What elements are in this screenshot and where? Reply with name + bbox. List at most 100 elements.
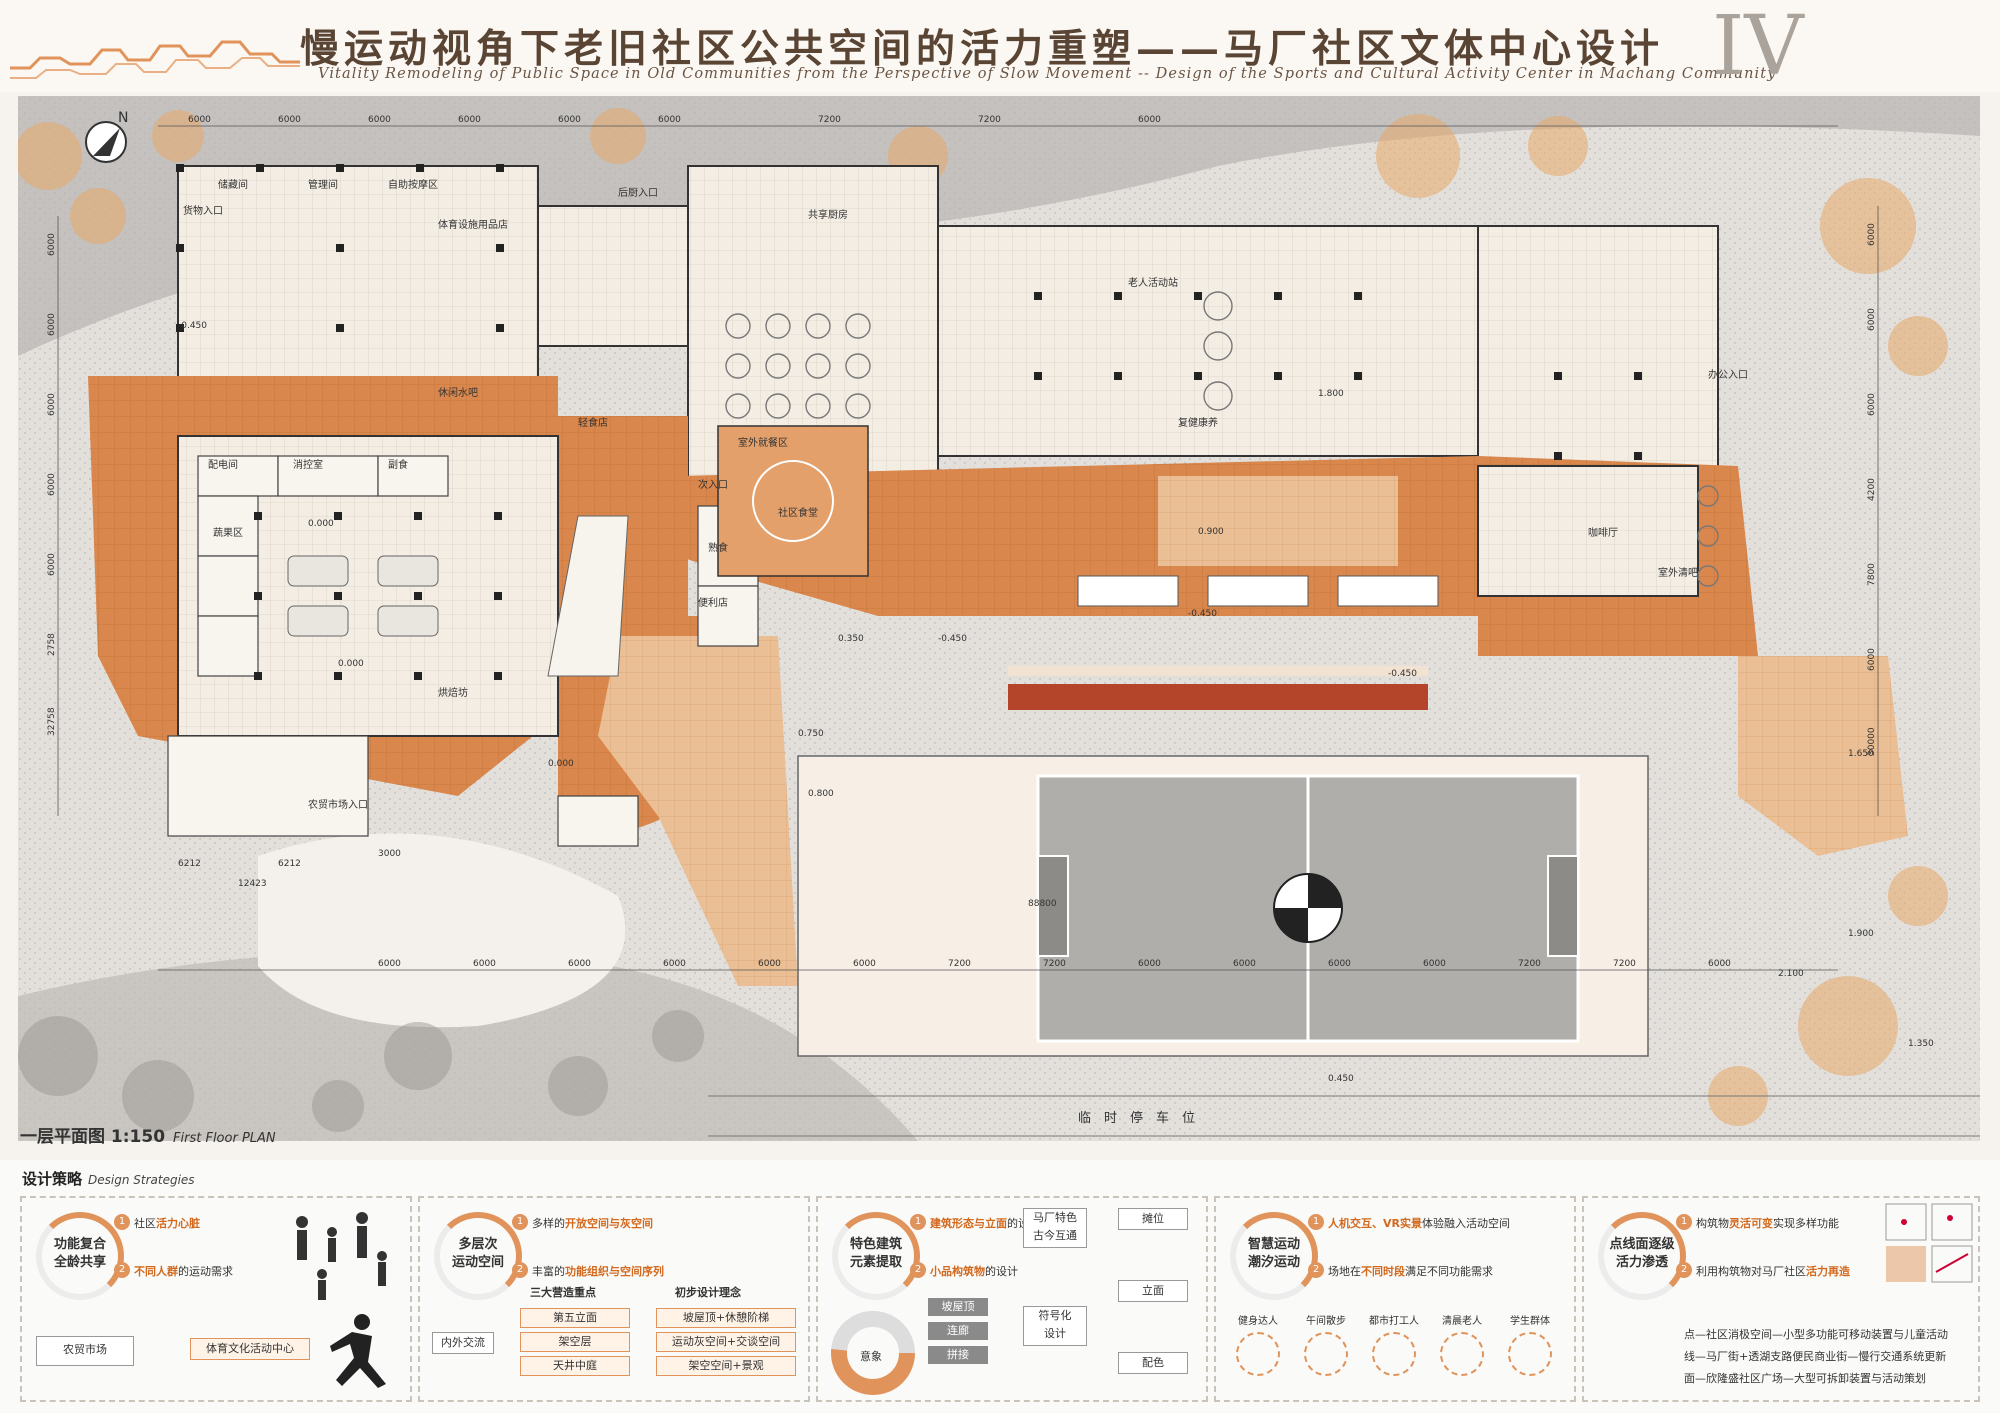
- time-group-label: 健身达人: [1238, 1316, 1278, 1327]
- room-labels: 储藏间管理间自助按摩区体育设施用品店后厨入口共享厨房老人活动站复健康养办公入口咖…: [183, 178, 1748, 811]
- point-line-surface-diagram: [1885, 1203, 1973, 1283]
- elderly-block: [937, 225, 1479, 457]
- dimension-label: 6000: [1423, 959, 1446, 969]
- dimension-label: 6000: [278, 115, 301, 125]
- room-label: 配电间: [208, 458, 238, 471]
- dimension-label: 0.900: [1198, 527, 1224, 537]
- room-label: 室外就餐区: [738, 436, 788, 449]
- room-label: 熟食: [708, 541, 728, 554]
- dimension-label: 6000: [47, 473, 57, 496]
- dimension-label: -0.450: [178, 321, 207, 331]
- sheet-number: IV: [1712, 0, 1804, 94]
- dimension-label: 30000: [1867, 727, 1877, 756]
- room-label: 农贸市场入口: [308, 798, 368, 811]
- room-label: 轻食店: [578, 416, 608, 429]
- dimension-label: 6000: [658, 115, 681, 125]
- room-label: 休闲水吧: [438, 386, 478, 399]
- north-west-block: [177, 165, 539, 397]
- dimension-label: 6000: [1867, 648, 1877, 671]
- dimension-label: 6000: [368, 115, 391, 125]
- dimension-label: 1.350: [1908, 1039, 1934, 1049]
- dimension-label: 6000: [47, 393, 57, 416]
- room-label: 复健康养: [1178, 416, 1218, 429]
- dimension-label: 6000: [1138, 959, 1161, 969]
- dimension-label: 32758: [47, 707, 57, 736]
- time-clock-icon: [1236, 1332, 1280, 1376]
- strategy-panel-2: 多层次运动空间 1 2 多样的开放空间与灰空间 丰富的功能组织与空间序列 三大营…: [418, 1196, 810, 1402]
- skyline-graphic: [10, 40, 300, 79]
- parking-label: 临 时 停 车 位: [1078, 1110, 1195, 1126]
- time-group-label: 午间散步: [1306, 1316, 1346, 1327]
- dimension-label: 1.900: [1848, 929, 1874, 939]
- room-label: 共享厨房: [808, 208, 848, 221]
- room-label: 管理间: [308, 178, 338, 191]
- road-bottom: [18, 951, 918, 1141]
- dimension-label: 7200: [1043, 959, 1066, 969]
- dimension-label: 6000: [1138, 115, 1161, 125]
- dimension-label: 6000: [473, 959, 496, 969]
- north-arrow-icon: [85, 121, 127, 163]
- dimension-label: 7800: [1867, 563, 1877, 586]
- pie-graphic: [831, 1311, 915, 1395]
- dimension-label: 6212: [178, 859, 201, 869]
- room-label: 货物入口: [183, 204, 223, 217]
- dimension-label: 6000: [663, 959, 686, 969]
- ramp-east: [1738, 656, 1908, 856]
- red-steps: [1008, 684, 1428, 710]
- time-group-label: 清晨老人: [1442, 1316, 1482, 1327]
- strategy-panel-1: 功能复合全龄共享 1 2 社区活力心脏 不同人群的运动需求 农贸市场 体育文化活…: [20, 1196, 412, 1402]
- room-label: 后厨入口: [618, 187, 658, 199]
- dimension-label: 2758: [47, 633, 57, 656]
- dimension-label: 6000: [568, 959, 591, 969]
- dimension-label: 1.800: [1318, 389, 1344, 399]
- room-label: 储藏间: [218, 178, 248, 191]
- dimension-label: 12423: [238, 879, 267, 889]
- dimension-label: 6000: [378, 959, 401, 969]
- room-label: 办公入口: [1708, 368, 1748, 381]
- header-band: 慢运动视角下老旧社区公共空间的活力重塑——马厂社区文体中心设计 Vitality…: [0, 0, 2000, 92]
- canteen-tables: [725, 291, 1719, 587]
- dimension-label: 7200: [978, 115, 1001, 125]
- dimension-label: 6000: [1328, 959, 1351, 969]
- room-label: 自助按摩区: [388, 178, 438, 191]
- title-english: Vitality Remodeling of Public Space in O…: [318, 66, 1777, 82]
- time-clock-icon: [1440, 1332, 1484, 1376]
- dimension-label: 3000: [378, 849, 401, 859]
- room-label: 副食: [388, 458, 408, 471]
- strategy-wheel-1: [36, 1212, 124, 1300]
- room-label: 次入口: [698, 478, 728, 491]
- room-label: 消控室: [293, 458, 323, 471]
- room-label: 社区食堂: [778, 506, 818, 519]
- dimension-label: 1.650: [1848, 749, 1874, 759]
- floor-plan-drawing: N 临 时 停 车 位 储藏间管理间自助按摩区体育设施用品店后厨入口共享厨房老人…: [18, 96, 1980, 1141]
- dimension-label: 88800: [1028, 899, 1057, 909]
- time-clock-icon: [1372, 1332, 1416, 1376]
- room-label: 烘焙坊: [438, 686, 468, 699]
- strategy-wheel-4: [1230, 1212, 1318, 1300]
- dimension-label: 0.450: [1328, 1074, 1354, 1084]
- strategy-wheel-3: [832, 1212, 920, 1300]
- time-groups: 健身达人午间散步都市打工人清晨老人学生群体: [1226, 1308, 1566, 1398]
- dimension-label: 7200: [818, 115, 841, 125]
- road-top: [18, 96, 1980, 356]
- dimension-label: 6000: [1233, 959, 1256, 969]
- dimension-label: -0.450: [938, 634, 967, 644]
- people-icons: [296, 1212, 387, 1300]
- dimension-label: 6000: [853, 959, 876, 969]
- floor-plan: N 临 时 停 车 位 储藏间管理间自助按摩区体育设施用品店后厨入口共享厨房老人…: [18, 96, 1980, 1141]
- dimension-label: 0.000: [308, 519, 334, 529]
- strategy-wheel-5: [1598, 1212, 1686, 1300]
- strategy-panel-5: 点线面逐级活力渗透 1 2 构筑物灵活可变实现多样功能 利用构筑物对马厂社区活力…: [1582, 1196, 1980, 1402]
- columns: [176, 164, 1642, 680]
- north-label: N: [118, 110, 128, 126]
- room-label: 咖啡厅: [1588, 527, 1618, 539]
- dimension-label: 4200: [1867, 478, 1877, 501]
- dimension-label: 0.750: [798, 729, 824, 739]
- dimension-label: 6000: [1867, 393, 1877, 416]
- time-group-label: 都市打工人: [1369, 1316, 1419, 1327]
- time-clock-icon: [1508, 1332, 1552, 1376]
- dimension-label: 6000: [458, 115, 481, 125]
- runner-icon: [330, 1314, 386, 1388]
